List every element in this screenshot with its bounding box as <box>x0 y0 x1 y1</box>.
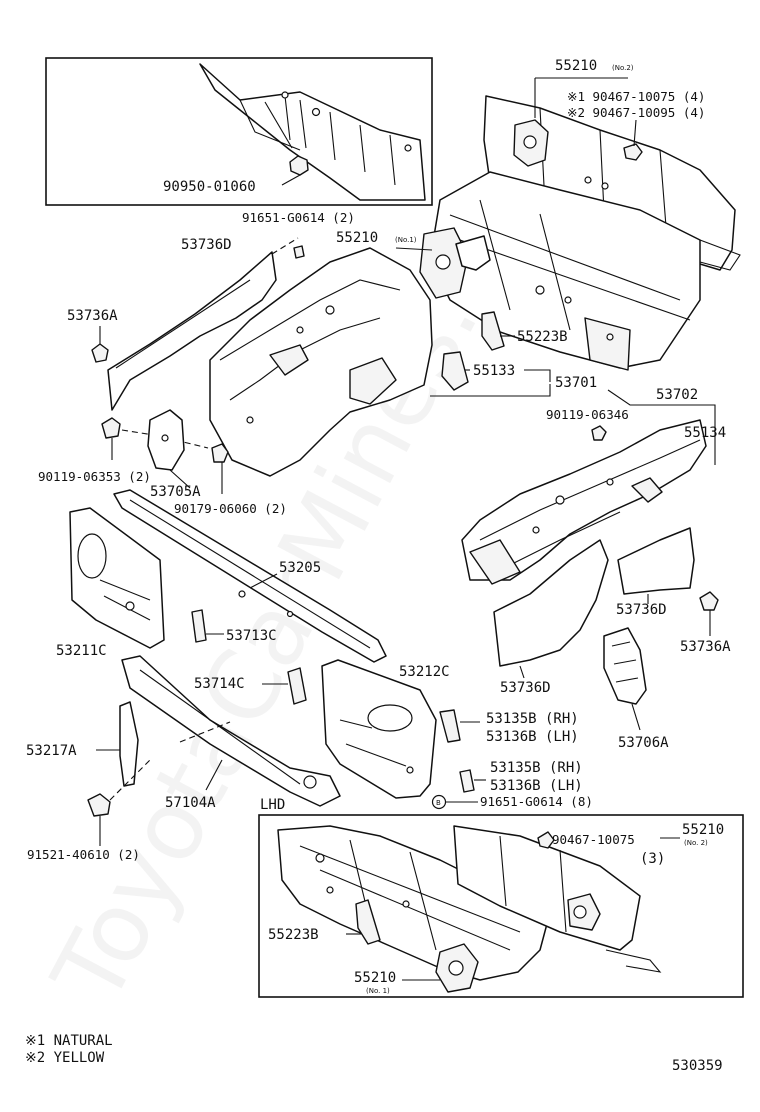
legend-yellow: ※2 YELLOW <box>25 1050 105 1066</box>
mark-b-icon <box>431 794 447 810</box>
leader-55210-no1 <box>395 247 433 251</box>
label-53705A: 53705A <box>150 484 201 500</box>
label-53136B-LH-2: 53136B (LH) <box>490 778 583 794</box>
label-55210-no1-sub: (No.1) <box>395 236 417 244</box>
label-55133: 55133 <box>473 363 515 379</box>
label-90467-10095-4: ※2 90467-10095 (4) <box>567 105 705 120</box>
bolt-90119-right <box>591 425 607 441</box>
part-53205 <box>113 489 387 663</box>
label-lhd-55223B: 55223B <box>268 927 319 943</box>
label-53211C: 53211C <box>56 643 107 659</box>
part-57104A <box>121 655 341 807</box>
label-90119-06346: 90119-06346 <box>546 407 629 422</box>
part-53135B-upper <box>439 709 480 743</box>
label-53702: 53702 <box>656 387 698 403</box>
inset-detail-top-left <box>45 57 433 206</box>
part-53135B-lower <box>459 769 486 793</box>
label-53736D-right: 53736D <box>616 602 667 618</box>
part-dash-panel <box>429 171 701 371</box>
label-90467-10075-4: ※1 90467-10075 (4) <box>567 89 705 104</box>
bolt-91521 <box>87 793 111 846</box>
dash-91651-top <box>271 237 299 255</box>
label-91521-40610-2: 91521-40610 (2) <box>27 847 140 862</box>
leader-57104A <box>205 759 223 791</box>
leader-53702 <box>607 389 716 465</box>
part-53736D-right-upper <box>617 527 695 604</box>
label-lhd-90467-10075: 90467-10075 <box>552 832 635 847</box>
mark-b-letter: B <box>436 799 441 807</box>
part-53714C <box>262 667 307 705</box>
label-53736D-bottom: 53736D <box>500 680 551 696</box>
label-90950-01060: 90950-01060 <box>163 179 256 195</box>
part-53736D-bottom <box>493 539 609 679</box>
label-53135B-RH-1: 53135B (RH) <box>486 711 579 727</box>
part-53211C <box>69 507 165 649</box>
leader-53701 <box>430 369 551 397</box>
part-53217A <box>96 701 139 787</box>
nut-90179 <box>211 443 229 494</box>
part-53736D-left <box>107 251 277 411</box>
clip-53736A-left <box>91 326 109 363</box>
bolt-91651-top <box>293 245 305 259</box>
label-53205: 53205 <box>279 560 321 576</box>
lhd-part-55210-no2 <box>453 825 662 973</box>
label-53701: 53701 <box>555 375 597 391</box>
leader-53205 <box>249 573 278 589</box>
part-53705A <box>147 409 191 489</box>
lhd-label: LHD <box>260 797 285 813</box>
part-55210-no1-pad <box>419 227 491 299</box>
label-90119-06353-2: 90119-06353 (2) <box>38 469 151 484</box>
label-55210-no2-sub: (No.2) <box>612 64 634 72</box>
label-55223B: 55223B <box>517 329 568 345</box>
label-53736D-left: 53736D <box>181 237 232 253</box>
lhd-part-55210-no1 <box>402 943 479 993</box>
label-57104A: 57104A <box>165 795 216 811</box>
label-55210-no1: 55210 <box>336 230 378 246</box>
part-55133 <box>441 351 469 391</box>
label-53706A: 53706A <box>618 735 669 751</box>
label-53135B-RH-2: 53135B (RH) <box>490 760 583 776</box>
label-53736A-left: 53736A <box>67 308 118 324</box>
label-lhd-90467-qty: (3) <box>640 851 665 867</box>
label-53136B-LH-1: 53136B (LH) <box>486 729 579 745</box>
lhd-clip-90467 <box>537 831 555 849</box>
clip-53736A-right <box>699 591 719 636</box>
lhd-dash-panel <box>277 825 549 981</box>
label-90179-06060-2: 90179-06060 (2) <box>174 501 287 516</box>
lhd-inset-box <box>258 814 744 998</box>
label-91651-G0614-8: 91651-G0614 (8) <box>480 794 593 809</box>
bolt-90119-left <box>101 417 121 460</box>
part-53706A <box>603 627 647 731</box>
label-55134: 55134 <box>684 425 726 441</box>
label-lhd-55210-no2: 55210 <box>682 822 724 838</box>
label-lhd-55210-no1-sub: (No. 1) <box>366 987 390 995</box>
part-53701-apron-left <box>209 247 433 477</box>
label-91651-G0614-2-top: 91651-G0614 (2) <box>242 210 355 225</box>
clip-90950 <box>281 155 309 186</box>
label-55210-no2: 55210 <box>555 58 597 74</box>
part-55223B <box>481 311 515 351</box>
part-53702-apron-right <box>461 419 707 585</box>
label-53217A: 53217A <box>26 743 77 759</box>
dash-91521 <box>109 721 231 801</box>
label-53212C: 53212C <box>399 664 450 680</box>
label-lhd-55210-no1: 55210 <box>354 970 396 986</box>
figure-number: 530359 <box>672 1058 723 1074</box>
label-53714C: 53714C <box>194 676 245 692</box>
lhd-part-55223B <box>346 899 381 945</box>
label-lhd-55210-no2-sub: (No. 2) <box>684 839 708 847</box>
label-53713C: 53713C <box>226 628 277 644</box>
legend-natural: ※1 NATURAL <box>25 1033 113 1049</box>
label-53736A-right: 53736A <box>680 639 731 655</box>
part-53212C <box>321 659 437 799</box>
clip-90467-top <box>623 119 643 161</box>
part-55134 <box>631 477 663 503</box>
part-53713C <box>191 609 224 643</box>
